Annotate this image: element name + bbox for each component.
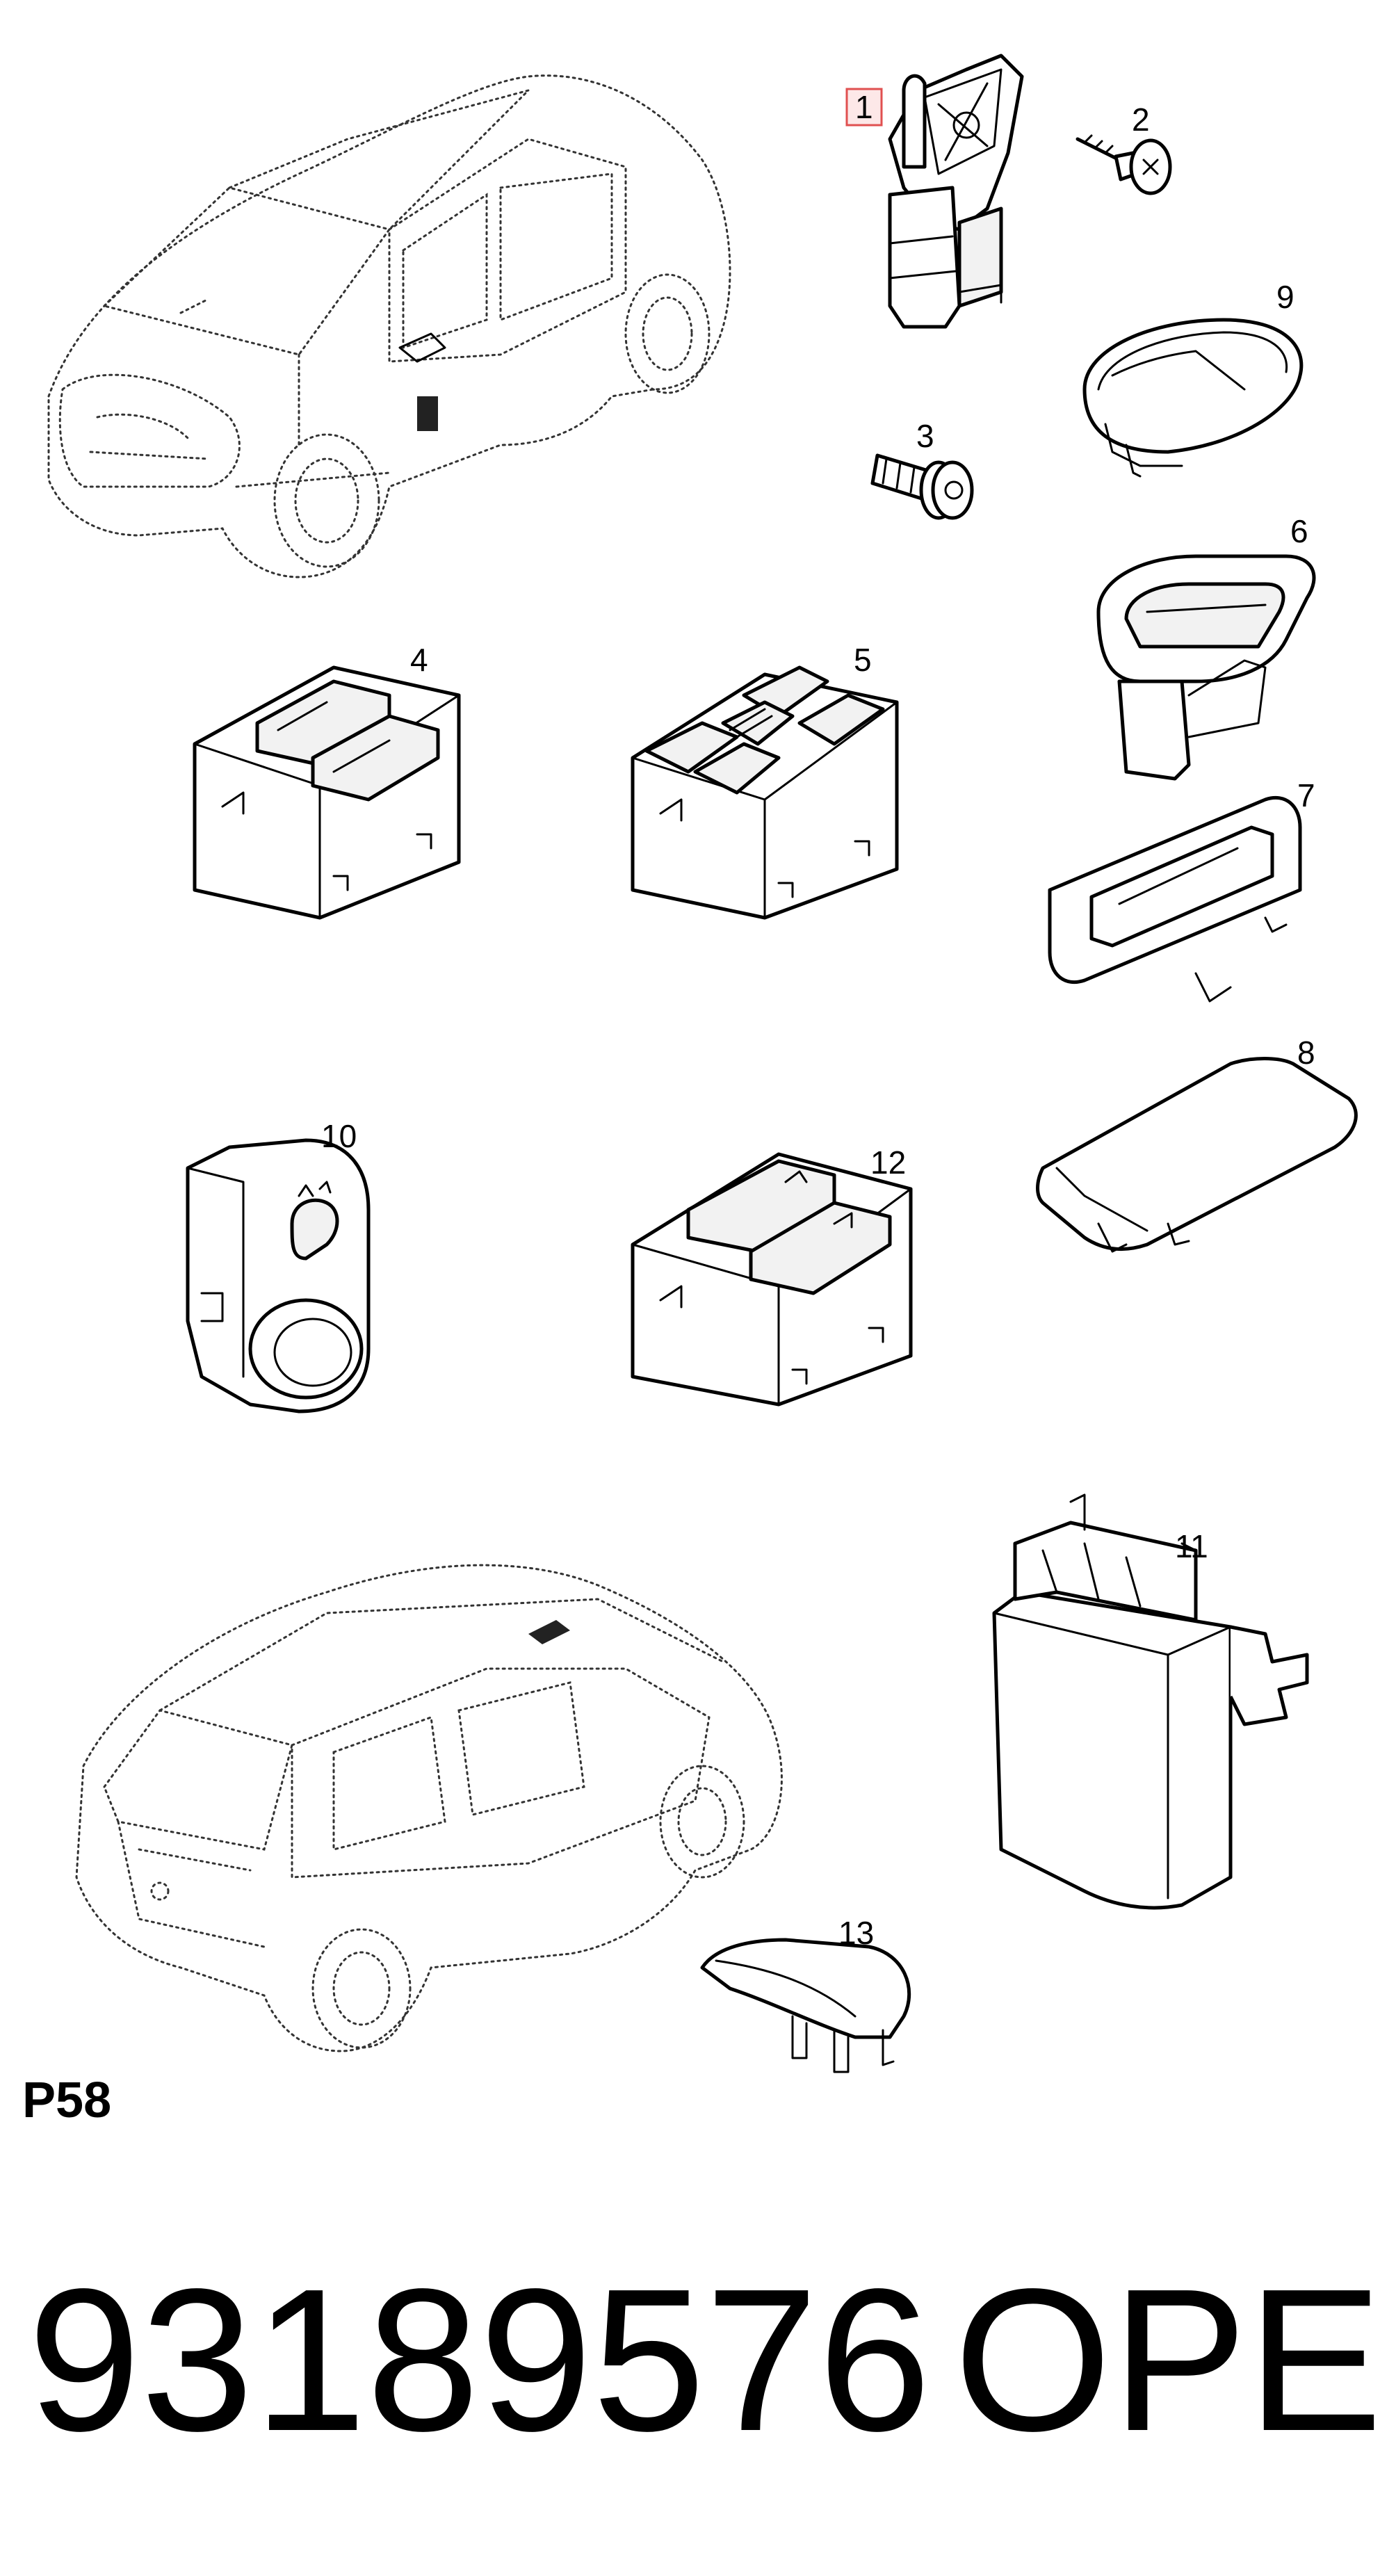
- part-11-relay: [992, 1493, 1309, 1910]
- callout-4: 4: [410, 642, 428, 678]
- part-number: 93189576: [28, 2246, 931, 2473]
- callouts: 1 2 3 4 5 6 7 8 9 10 11 12 13: [321, 88, 1315, 1951]
- callout-2: 2: [1132, 102, 1150, 138]
- page-id: P58: [22, 2073, 111, 2128]
- callout-7: 7: [1297, 777, 1315, 813]
- callout-13: 13: [838, 1915, 874, 1951]
- callout-11: 11: [1175, 1528, 1208, 1564]
- callout-6: 6: [1290, 513, 1308, 549]
- callout-9: 9: [1276, 279, 1294, 315]
- callout-5: 5: [854, 642, 872, 678]
- part-9-cover: [1082, 318, 1304, 478]
- part-8-blank-cover: [1036, 1057, 1358, 1253]
- part-12-double-switch: [631, 1152, 913, 1407]
- part-2-screw: [1076, 134, 1172, 195]
- callout-8: 8: [1297, 1035, 1315, 1071]
- callout-1-highlight-box: [845, 88, 883, 127]
- callout-1: 1: [855, 89, 873, 125]
- part-1-window-motor: [888, 54, 1024, 329]
- part-4-double-switch: [193, 665, 461, 920]
- car-rear-view: [75, 1564, 783, 2052]
- part-6-single-switch: [1096, 554, 1316, 781]
- part-5-quad-switch: [631, 665, 899, 920]
- part-7-bezel: [1048, 795, 1302, 1003]
- part-13-cover: [700, 1938, 911, 2073]
- brand-name: OPEL: [954, 2246, 1396, 2473]
- callout-12: 12: [870, 1144, 906, 1181]
- part-10-mirror-switch: [186, 1138, 371, 1413]
- car-front-view: [47, 74, 731, 578]
- part-3-bolt: [870, 453, 974, 520]
- callout-10: 10: [321, 1118, 357, 1154]
- callout-3: 3: [916, 418, 934, 454]
